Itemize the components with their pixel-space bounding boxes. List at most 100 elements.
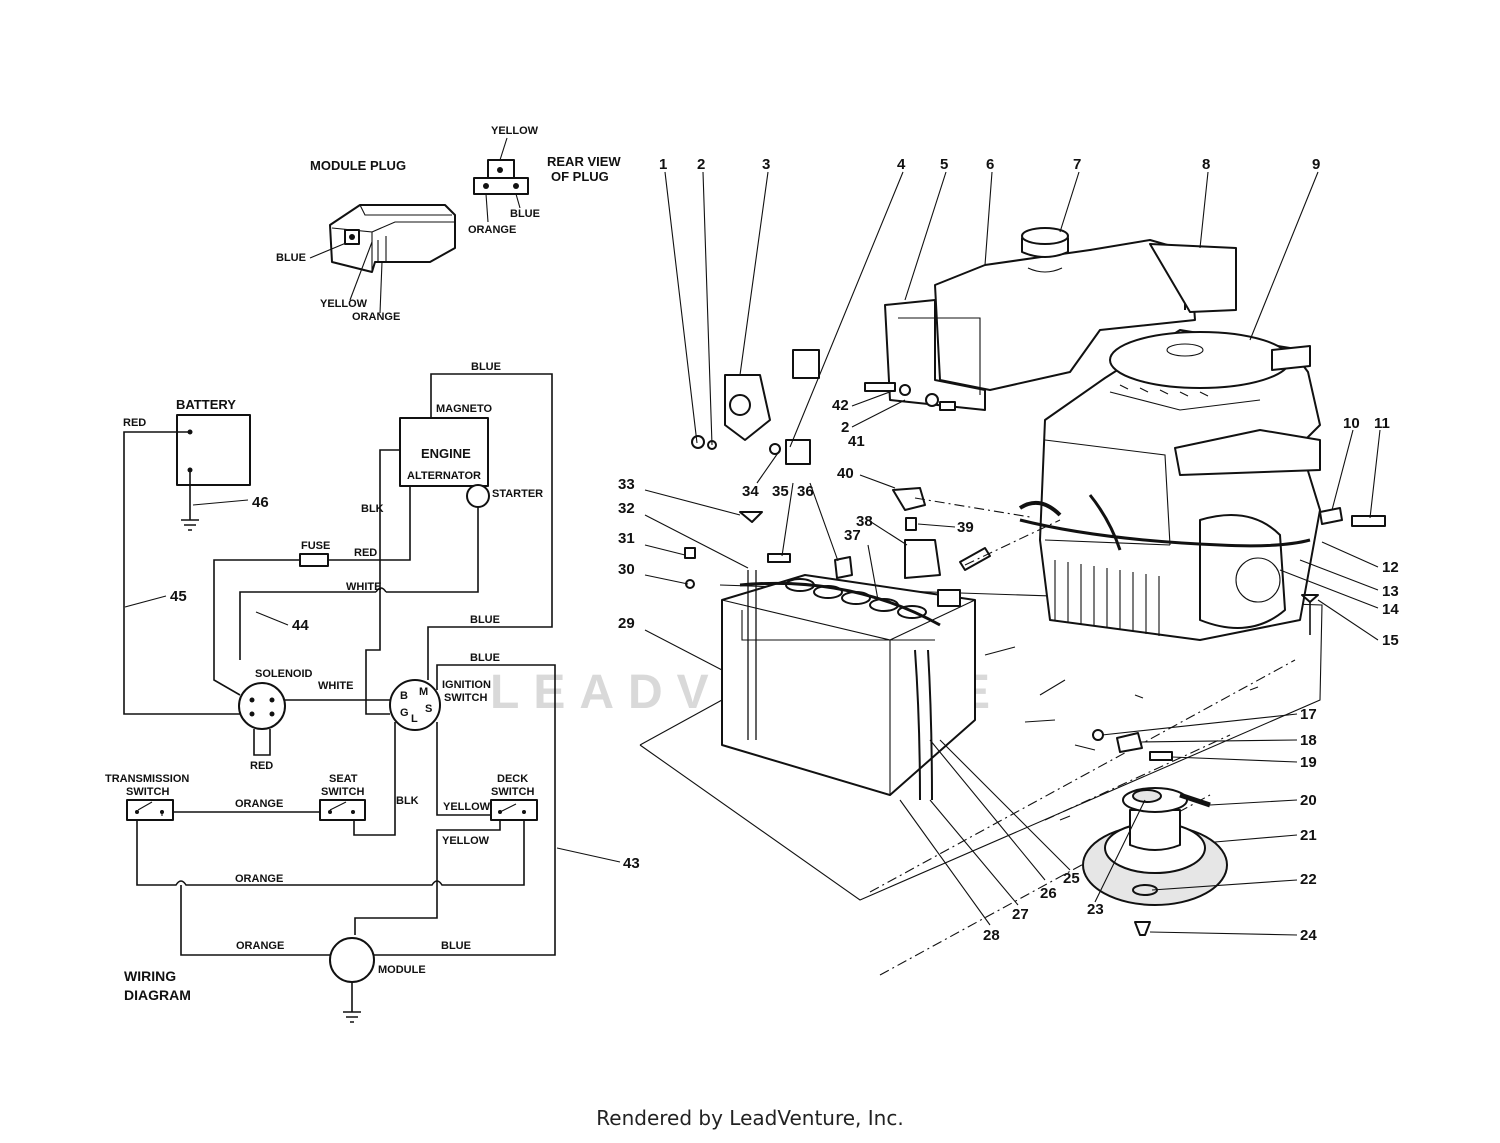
transmission-switch-label-1: TRANSMISSION bbox=[105, 773, 189, 785]
transmission-switch-label-2: SWITCH bbox=[126, 786, 169, 798]
deck-switch-label-1: DECK bbox=[497, 773, 528, 785]
module bbox=[329, 937, 375, 983]
seat-switch-label-2: SWITCH bbox=[321, 786, 364, 798]
callout-2: 2 bbox=[697, 156, 705, 173]
wire-blk-engine-label: BLK bbox=[361, 503, 384, 515]
battery-label: BATTERY bbox=[176, 397, 236, 412]
ignition-terminal-s: S bbox=[425, 703, 432, 715]
callout-17: 17 bbox=[1300, 706, 1317, 723]
callout-24: 24 bbox=[1300, 927, 1317, 944]
wire-white-top-label: WHITE bbox=[346, 581, 381, 593]
wire-red-battery-label: RED bbox=[123, 417, 146, 429]
rear-view-orange-label: ORANGE bbox=[468, 224, 516, 236]
callout-25: 25 bbox=[1063, 870, 1080, 887]
callout-15: 15 bbox=[1382, 632, 1399, 649]
ignition-switch-label-2: SWITCH bbox=[444, 692, 487, 704]
callout-31: 31 bbox=[618, 530, 635, 547]
solenoid-label: SOLENOID bbox=[255, 668, 313, 680]
module-plug-orange-label: ORANGE bbox=[352, 311, 400, 323]
callout-38: 38 bbox=[856, 513, 873, 530]
callout-10: 10 bbox=[1343, 415, 1360, 432]
callout-43: 43 bbox=[623, 855, 640, 872]
callout-11: 11 bbox=[1374, 415, 1390, 432]
engine-exploded-view bbox=[639, 171, 1386, 976]
module-plug-yellow-label: YELLOW bbox=[320, 298, 368, 310]
wire-blue-ignition-label: BLUE bbox=[470, 614, 500, 626]
magneto-label: MAGNETO bbox=[436, 403, 492, 415]
callout-36: 36 bbox=[797, 483, 814, 500]
callout-19: 19 bbox=[1300, 754, 1317, 771]
starter-terminal bbox=[466, 484, 490, 508]
callout-46: 46 bbox=[252, 494, 269, 511]
wire-orange-module-label: ORANGE bbox=[236, 940, 284, 952]
seat-switch bbox=[319, 799, 366, 821]
wire-blk-seat-label: BLK bbox=[396, 795, 419, 807]
deck-switch-label-2: SWITCH bbox=[491, 786, 534, 798]
callout-39: 39 bbox=[957, 519, 974, 536]
callout-42: 42 bbox=[832, 397, 849, 414]
callout-33: 33 bbox=[618, 476, 635, 493]
fuse-label: FUSE bbox=[301, 540, 330, 552]
module-label: MODULE bbox=[378, 964, 426, 976]
callout-23: 23 bbox=[1087, 901, 1104, 918]
module-plug-title: MODULE PLUG bbox=[310, 158, 406, 173]
wire-red-fuse-label: RED bbox=[354, 547, 377, 559]
callout-30: 30 bbox=[618, 561, 635, 578]
callout-27: 27 bbox=[1012, 906, 1029, 923]
wire-white-solenoid-label: WHITE bbox=[318, 680, 353, 692]
rear-view-blue-label: BLUE bbox=[510, 208, 540, 220]
callout-28: 28 bbox=[983, 927, 1000, 944]
fuse bbox=[299, 553, 329, 567]
wire-blue-top-label: BLUE bbox=[471, 361, 501, 373]
callout-7: 7 bbox=[1073, 156, 1081, 173]
ignition-terminal-m: M bbox=[419, 686, 428, 698]
rear-view-title-line2: OF PLUG bbox=[551, 169, 609, 184]
wire-red-solenoid-label: RED bbox=[250, 760, 273, 772]
battery-box bbox=[176, 414, 251, 486]
wiring-diagram-title-1: WIRING bbox=[124, 968, 176, 984]
callout-21: 21 bbox=[1300, 827, 1317, 844]
rear-view-yellow-label: YELLOW bbox=[491, 125, 539, 137]
callout-9: 9 bbox=[1312, 156, 1320, 173]
alternator-label: ALTERNATOR bbox=[407, 470, 481, 482]
rear-view-title-line1: REAR VIEW bbox=[547, 154, 621, 169]
callout-45: 45 bbox=[170, 588, 187, 605]
callout-18: 18 bbox=[1300, 732, 1317, 749]
rear-view-plug-illustration: YELLOW BLUE ORANGE REAR VIEW OF PLUG bbox=[468, 125, 621, 236]
callout-44: 44 bbox=[292, 617, 309, 634]
ignition-terminal-l: L bbox=[411, 713, 418, 725]
callout-20: 20 bbox=[1300, 792, 1317, 809]
wire-blue-ignition-label-2: BLUE bbox=[470, 652, 500, 664]
callout-35: 35 bbox=[772, 483, 789, 500]
callout-4: 4 bbox=[897, 156, 906, 173]
callout-1: 1 bbox=[659, 156, 667, 173]
module-plug-blue-label: BLUE bbox=[276, 252, 306, 264]
callout-14: 14 bbox=[1382, 601, 1399, 618]
callout-40: 40 bbox=[837, 465, 854, 482]
callout-29: 29 bbox=[618, 615, 635, 632]
callout-37: 37 bbox=[844, 527, 861, 544]
solenoid bbox=[238, 682, 286, 730]
wiring-diagram-title-2: DIAGRAM bbox=[124, 987, 191, 1003]
callout-13: 13 bbox=[1382, 583, 1399, 600]
wiring-diagram: BATTERY RED 46 45 ENGINE MAGNETO ALTERNA… bbox=[105, 361, 640, 1023]
wire-orange-transmission-label: ORANGE bbox=[235, 798, 283, 810]
callout-5: 5 bbox=[940, 156, 948, 173]
starter-label: STARTER bbox=[492, 488, 543, 500]
callout-41: 41 bbox=[848, 433, 865, 450]
wire-yellow-deck-label: YELLOW bbox=[443, 801, 491, 813]
callout-numbers: 1 2 3 4 5 6 7 8 9 10 11 12 13 14 15 17 1… bbox=[618, 156, 1399, 944]
ignition-switch-label-1: IGNITION bbox=[442, 679, 491, 691]
callout-8: 8 bbox=[1202, 156, 1210, 173]
wire-blue-module-label: BLUE bbox=[441, 940, 471, 952]
footer-credit: Rendered by LeadVenture, Inc. bbox=[596, 1106, 904, 1130]
callout-34: 34 bbox=[742, 483, 759, 500]
wire-orange-mid-label: ORANGE bbox=[235, 873, 283, 885]
callout-32: 32 bbox=[618, 500, 635, 517]
callout-2-secondary: 2 bbox=[841, 419, 849, 436]
callout-12: 12 bbox=[1382, 559, 1399, 576]
engine-label: ENGINE bbox=[421, 446, 471, 461]
callout-3: 3 bbox=[762, 156, 770, 173]
ignition-terminal-g: G bbox=[400, 707, 409, 719]
